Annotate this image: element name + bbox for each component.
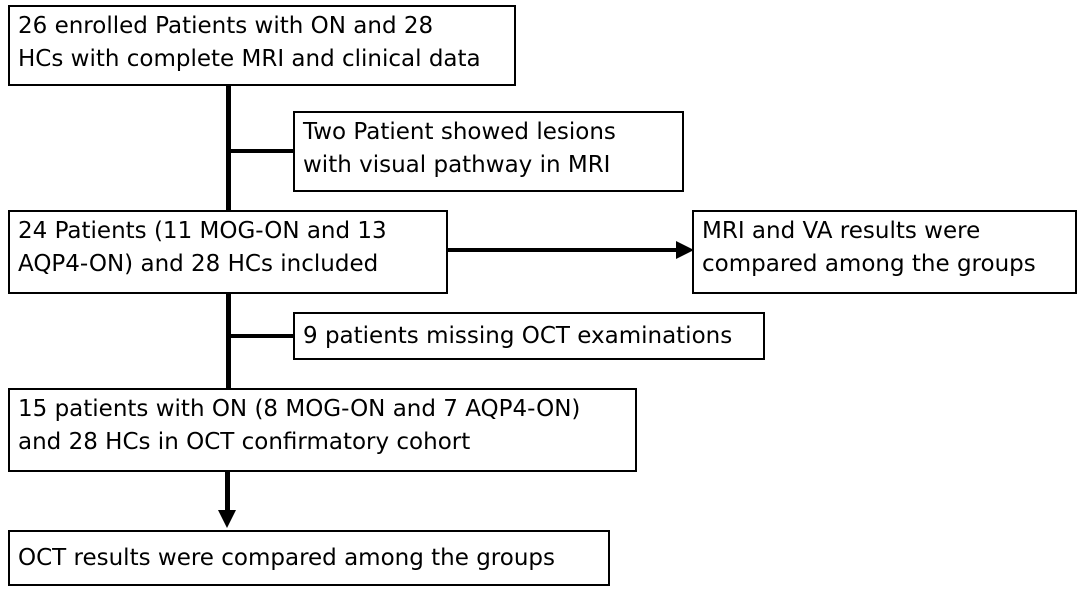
branch-line-to-missing-oct	[228, 334, 294, 338]
arrow-line-to-mri-va	[446, 248, 680, 252]
enrolled-patients-box: 26 enrolled Patients with ON and 28 HCs …	[8, 5, 516, 86]
included-patients-box: 24 Patients (11 MOG-ON and 13 AQP4-ON) a…	[8, 210, 448, 294]
excluded-lesions-box: Two Patient showed lesions with visual p…	[293, 111, 684, 192]
missing-oct-box: 9 patients missing OCT examinations	[293, 312, 765, 360]
arrowhead-to-oct-results	[218, 510, 236, 528]
arrowhead-to-mri-va	[676, 241, 694, 259]
mri-va-comparison-box: MRI and VA results were compared among t…	[692, 210, 1077, 294]
trunk-line-enrolled-to-included	[226, 84, 231, 211]
trunk-line-included-to-oct-cohort	[226, 293, 231, 388]
arrow-line-to-oct-results	[225, 472, 230, 512]
oct-cohort-box: 15 patients with ON (8 MOG-ON and 7 AQP4…	[8, 388, 637, 472]
branch-line-to-lesions	[228, 149, 294, 153]
oct-results-box: OCT results were compared among the grou…	[8, 530, 610, 586]
